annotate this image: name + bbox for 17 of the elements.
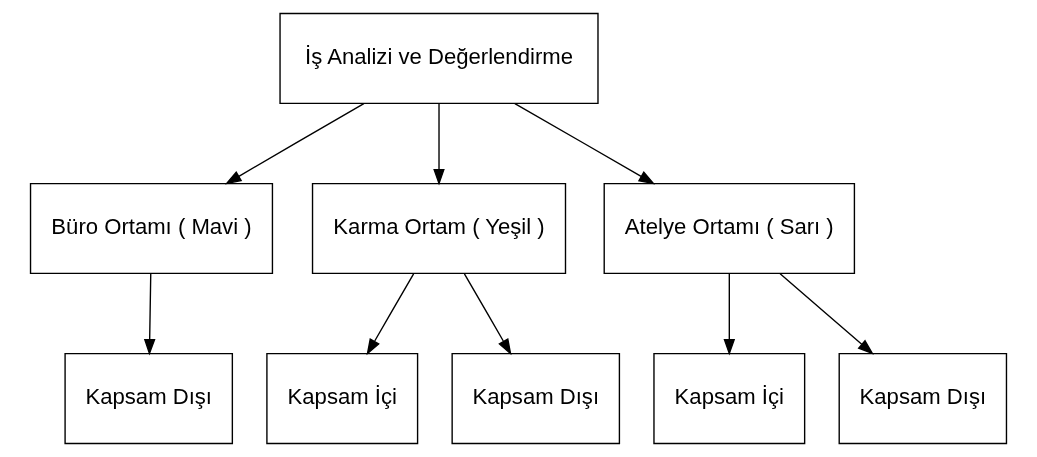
node-box: Kapsam Dışı	[838, 352, 1008, 445]
arrow	[433, 103, 445, 186]
arrow	[463, 273, 512, 356]
node-box: İş Analizi ve Değerlendirme	[279, 12, 599, 105]
node-box: Kapsam Dışı	[451, 352, 621, 445]
node-box: Karma Ortam ( Yeşil )	[311, 182, 567, 275]
arrow	[224, 102, 365, 185]
node-box: Atelye Ortamı ( Sarı )	[603, 182, 856, 275]
node-box: Kapsam Dışı	[64, 352, 234, 445]
arrow	[143, 273, 156, 356]
arrow	[723, 273, 736, 356]
node-box: Kapsam İçi	[266, 352, 419, 445]
node-box: Kapsam İçi	[653, 352, 806, 445]
arrow	[779, 273, 874, 355]
arrow	[366, 273, 415, 356]
node-box: Büro Ortamı ( Mavi )	[29, 182, 274, 275]
arrow	[514, 102, 656, 185]
